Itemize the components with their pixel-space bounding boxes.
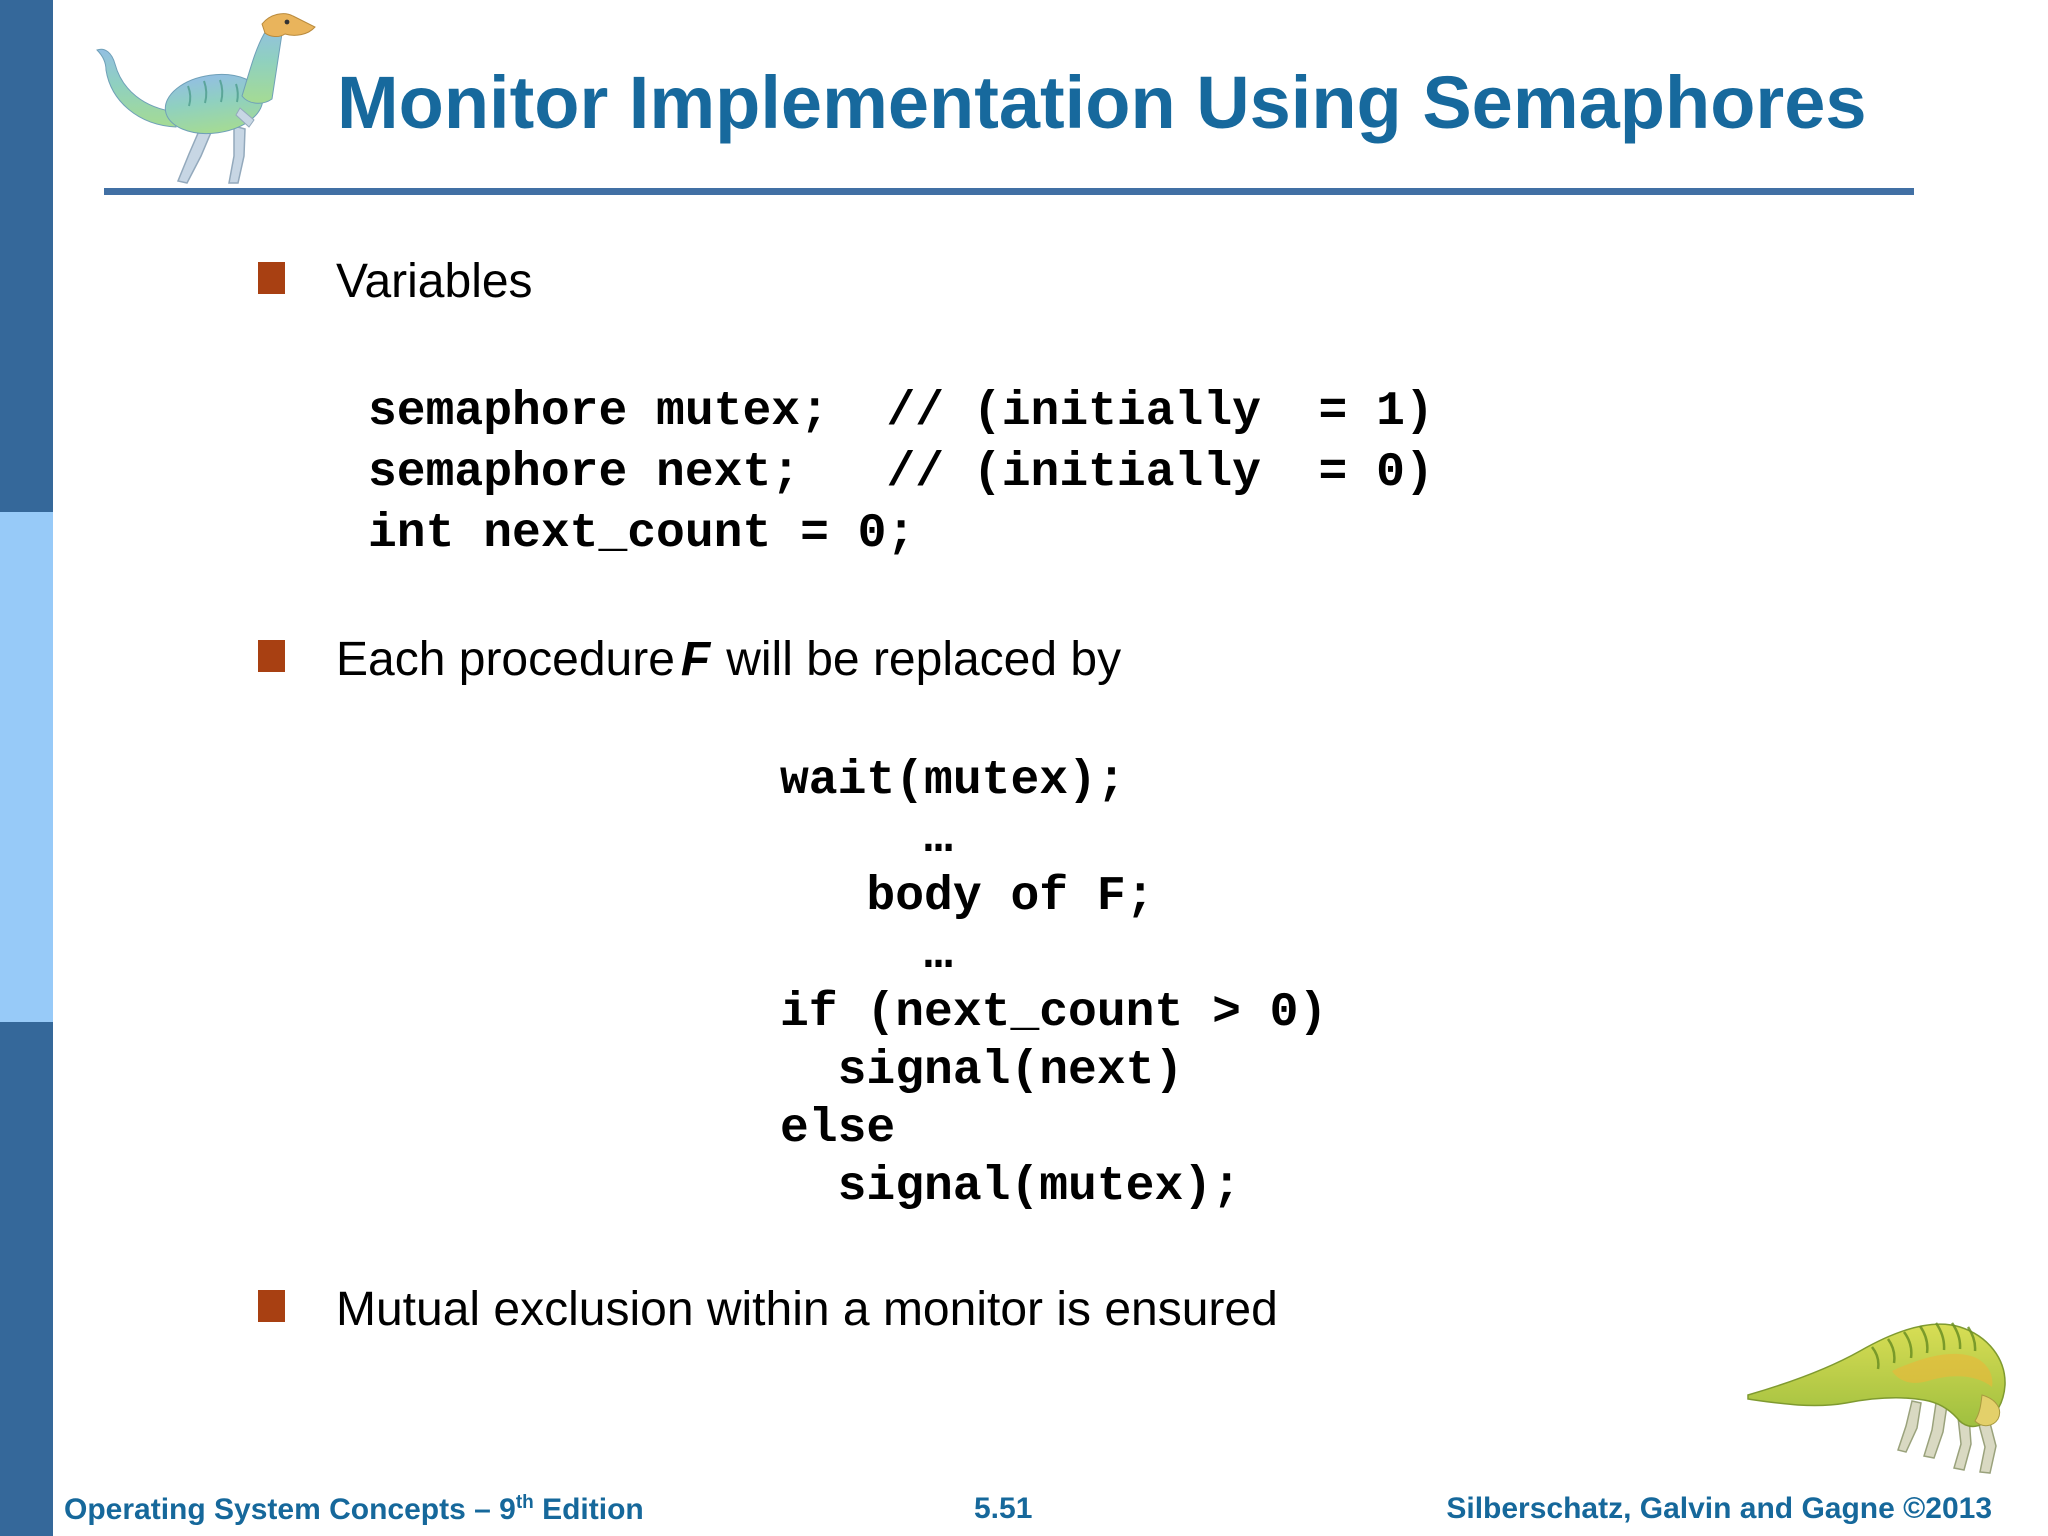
title-divider-line bbox=[104, 188, 1914, 195]
bullet-item-variables: Variables bbox=[258, 254, 533, 309]
bullet-text: Variables bbox=[336, 255, 533, 308]
dino-arm bbox=[235, 107, 255, 128]
bullet-square-icon bbox=[258, 1290, 285, 1322]
dino-eye bbox=[284, 19, 290, 25]
footer-book-title-text: Operating System Concepts – 9 bbox=[64, 1493, 516, 1526]
dino-stripes bbox=[187, 79, 239, 107]
bullet-square-icon bbox=[258, 262, 285, 294]
slide-title: Monitor Implementation Using Semaphores bbox=[337, 61, 1867, 144]
sidebar-band-bottom bbox=[0, 1022, 53, 1536]
footer-page-number: 5.51 bbox=[974, 1492, 1033, 1525]
dino2-legs bbox=[1897, 1400, 1997, 1474]
dinosaur-logo-small-icon bbox=[1747, 1322, 2006, 1474]
footer-copyright: Silberschatz, Galvin and Gagne ©2013 bbox=[1446, 1492, 1992, 1525]
sidebar-band-top bbox=[0, 0, 53, 512]
dinosaur-logo-icon bbox=[96, 13, 316, 184]
bullet-square-icon bbox=[258, 640, 285, 672]
code-block-variables: semaphore mutex; // (initially = 1) sema… bbox=[368, 385, 1434, 561]
sidebar-accent-bar bbox=[0, 0, 53, 1536]
bullet-text-before: Each procedure bbox=[336, 633, 675, 686]
dino2-stripes bbox=[1871, 1322, 1977, 1370]
footer-edition-suffix: Edition bbox=[533, 1493, 644, 1526]
bullet-item-mutual-exclusion: Mutual exclusion within a monitor is ens… bbox=[258, 1282, 1278, 1337]
sidebar-band-middle bbox=[0, 512, 53, 1022]
dino2-flank bbox=[1892, 1353, 1993, 1387]
dino-head bbox=[261, 13, 316, 37]
footer-book-title: Operating System Concepts – 9th Edition bbox=[64, 1492, 644, 1527]
procedure-f-symbol: F bbox=[680, 633, 711, 686]
bullet-text: Mutual exclusion within a monitor is ens… bbox=[336, 1283, 1278, 1336]
dino-tail bbox=[96, 48, 177, 128]
footer-edition-superscript: th bbox=[515, 1492, 534, 1513]
dino2-head bbox=[1974, 1394, 2001, 1427]
code-block-procedure: wait(mutex); … body of F; … if (next_cou… bbox=[780, 754, 1328, 1214]
bullet-text-after: will be replaced by bbox=[726, 633, 1122, 686]
